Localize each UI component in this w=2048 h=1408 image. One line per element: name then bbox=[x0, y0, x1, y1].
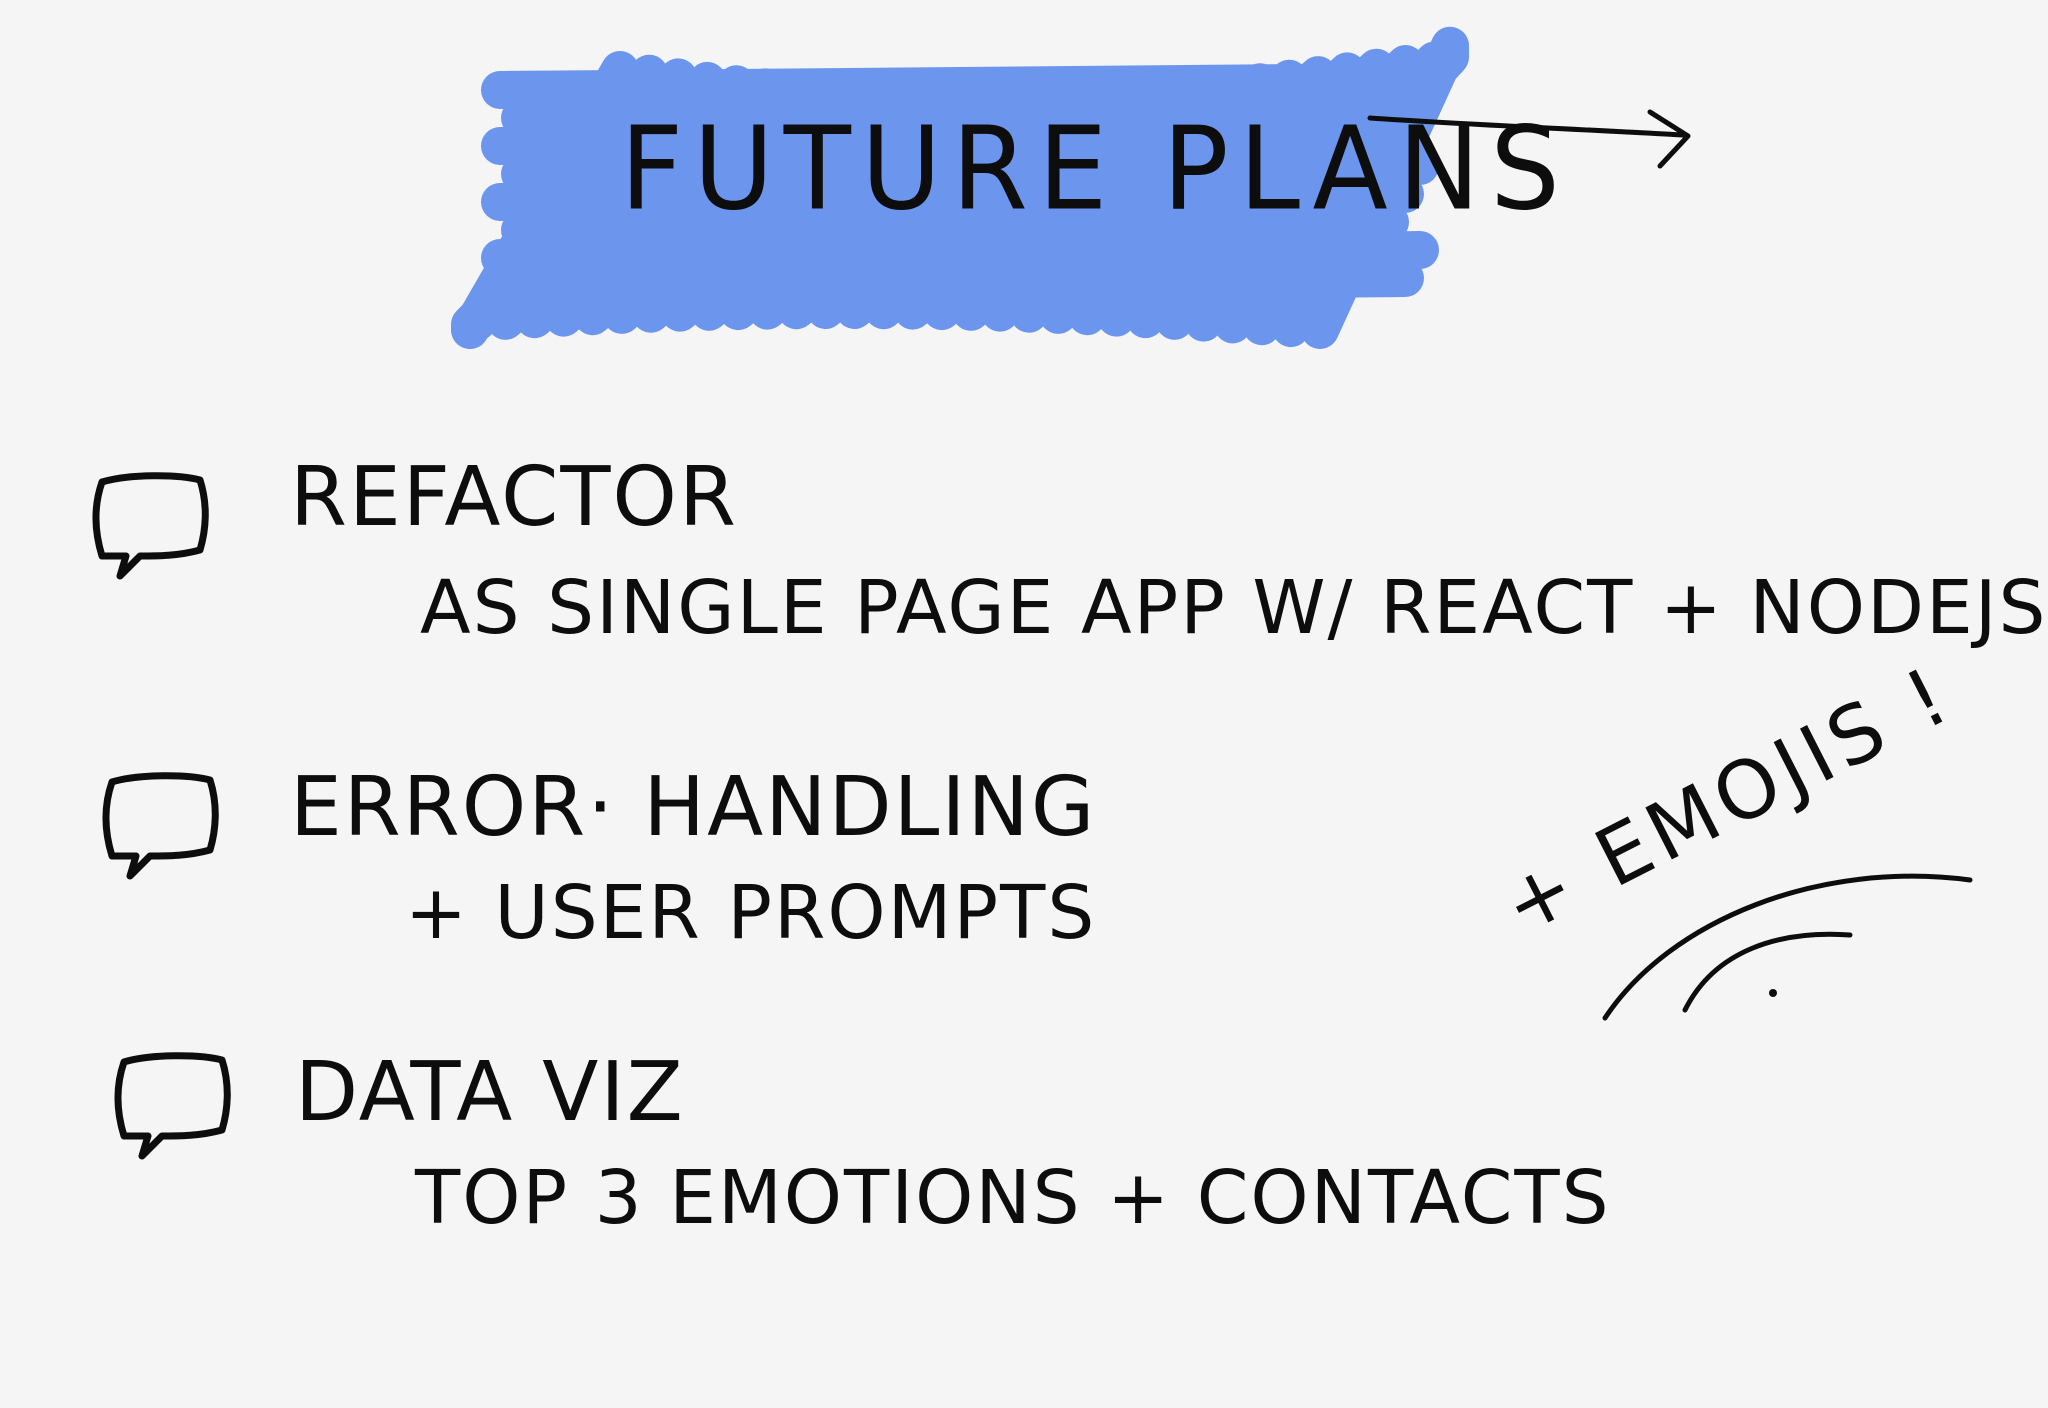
scribble-stroke bbox=[481, 63, 1439, 109]
item-subtitle-refactor: AS SINGLE PAGE APP W/ REACT + NODEJS bbox=[420, 565, 2048, 651]
page-title: FUTURE PLANS bbox=[620, 101, 1570, 236]
speech-bubble-icon bbox=[114, 1052, 231, 1160]
speech-bubble-icon bbox=[102, 772, 219, 880]
emoji-dot bbox=[1769, 989, 1777, 997]
emoji-smile-inner bbox=[1682, 931, 1853, 1013]
arrow-head bbox=[1647, 109, 1691, 169]
scribble-stroke bbox=[451, 51, 639, 349]
side-note-emojis: + EMOJIS ! bbox=[1487, 647, 1968, 953]
item-subtitle-data-viz: TOP 3 EMOTIONS + CONTACTS bbox=[415, 1155, 1611, 1241]
emoji-smile-outer bbox=[1602, 873, 1973, 1021]
speech-bubble-icon bbox=[92, 472, 209, 580]
scribble-stroke bbox=[481, 231, 1439, 277]
item-title-error-handling: ERROR· HANDLING bbox=[290, 760, 1097, 855]
scribble-stroke bbox=[501, 259, 1424, 305]
item-title-data-viz: DATA VIZ bbox=[295, 1045, 685, 1140]
item-subtitle-error-handling: + USER PROMPTS bbox=[405, 870, 1097, 956]
item-title-refactor: REFACTOR bbox=[290, 450, 738, 545]
